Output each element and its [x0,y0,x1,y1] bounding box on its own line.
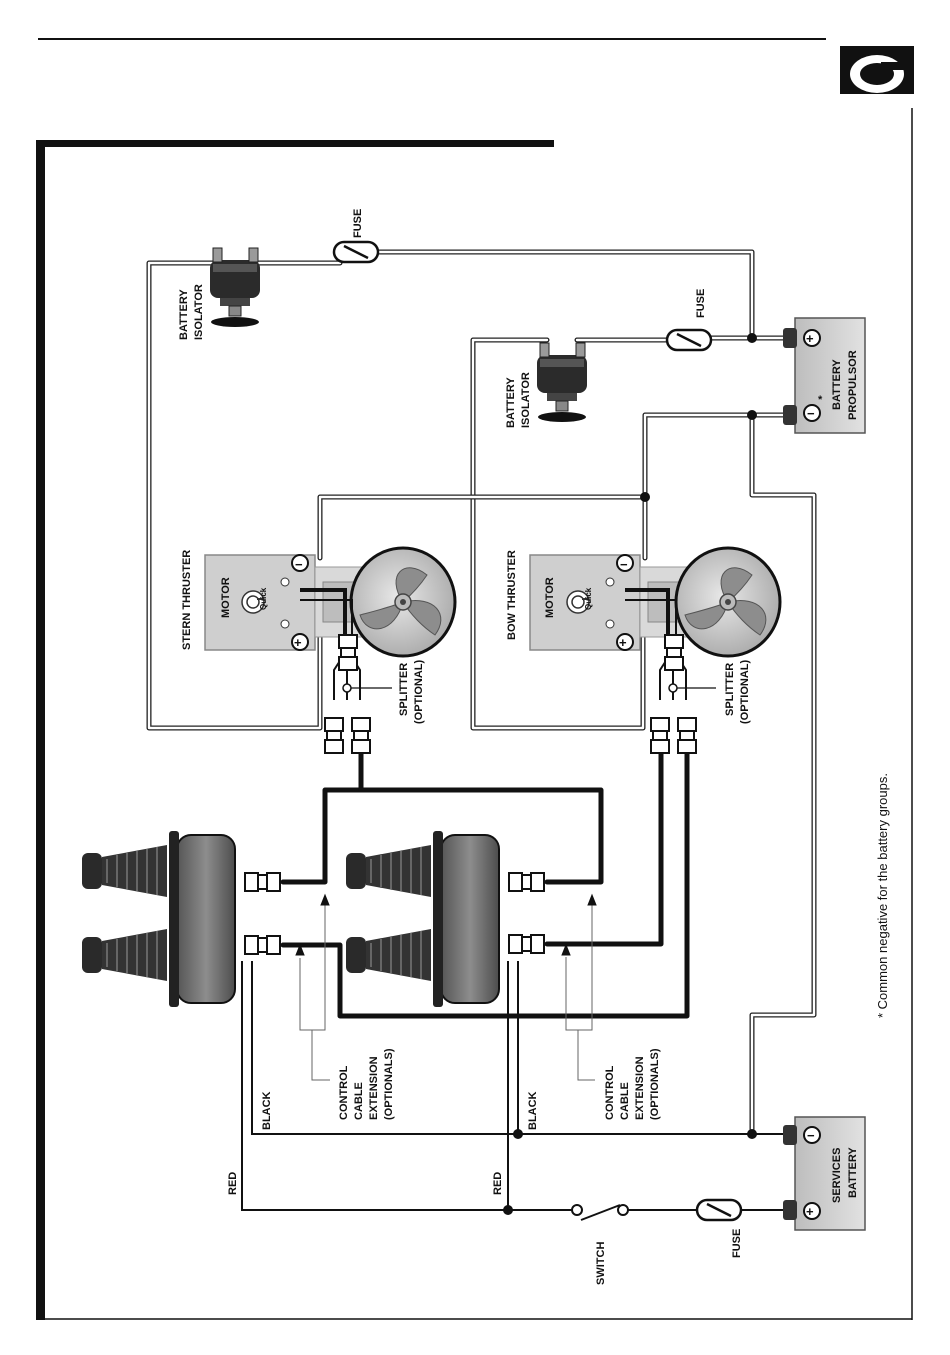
black-wire-label-right: BLACK [527,1091,539,1130]
services-label-line2: BATTERY [847,1147,859,1198]
cable-callout-left [295,893,330,1081]
stern-plus: + [294,635,302,650]
cable-right-line1: CONTROL [604,1065,616,1120]
cable-left-line1: CONTROL [338,1065,350,1120]
bow-thruster-wiring [625,588,677,635]
isolator-mid-line1: BATTERY [505,377,517,428]
footnote: * Common negative for the battery groups… [875,773,890,1018]
cable-right-line4: (OPTIONALS) [649,1048,661,1120]
fuse-bottom-label: FUSE [731,1229,743,1258]
splitter-stern-line2: (OPTIONAL) [413,660,425,724]
bow-minus: − [620,557,628,572]
splitter-stern-connectors [324,634,392,754]
splitter-bow-line2: (OPTIONAL) [739,660,751,724]
splitter-bow-connectors [650,634,716,754]
cable-callout-right [561,893,597,1081]
diagram-frame [36,140,912,1320]
propulsor-asterisk: * [818,394,823,406]
fuse-mid-label: FUSE [695,289,707,318]
junction-dots [503,333,757,1215]
propulsor-label-line1: BATTERY [831,359,843,410]
stern-brand: Quick [259,587,268,610]
splitter-stern-line1: SPLITTER [398,663,410,716]
stern-minus: − [295,557,303,572]
services-label-line1: SERVICES [831,1148,843,1203]
propulsor-plus-terminal [803,329,821,347]
black-wire-label-left: BLACK [261,1091,273,1130]
battery-isolator-top [209,247,261,328]
splitter-bow-line1: SPLITTER [724,663,736,716]
cable-right-line3: EXTENSION [634,1056,646,1120]
fuse-top-icon [332,240,380,264]
battery-isolator-mid [536,342,588,423]
services-plus-terminal [803,1202,821,1220]
services-minus-sign: − [807,1128,815,1143]
switch-label: SWITCH [595,1242,607,1285]
stern-thruster-wiring [300,588,353,635]
battery-propulsor [783,317,866,434]
services-minus-terminal [803,1126,821,1144]
battery-cables [146,249,817,1138]
control-panel-left [81,830,236,1008]
red-wire-label-right: RED [492,1172,504,1195]
red-wire-label-left: RED [227,1172,239,1195]
cable-left-line2: CABLE [353,1082,365,1120]
stern-thruster-label: STERN THRUSTER [181,550,193,650]
isolator-mid-line2: ISOLATOR [520,372,532,428]
bow-thruster [528,546,782,658]
bow-plus: + [619,635,627,650]
cable-left-line4: (OPTIONALS) [383,1048,395,1120]
isolator-top-line2: ISOLATOR [193,284,205,340]
stern-thruster [203,546,457,658]
stern-motor-label: MOTOR [220,577,232,618]
isolator-top-line1: BATTERY [178,289,190,340]
bow-thruster-label: BOW THRUSTER [506,550,518,640]
propulsor-label-line2: PROPULSOR [847,350,859,420]
bow-brand: Quick [584,587,593,610]
services-battery [783,1116,866,1231]
propulsor-minus-terminal [803,404,821,422]
services-plus-sign: + [806,1204,814,1219]
fuse-bottom-icon [695,1198,743,1222]
cable-left-line3: EXTENSION [368,1056,380,1120]
cable-right-line2: CABLE [619,1082,631,1120]
control-panel-right [345,830,500,1008]
propulsor-plus-sign: + [806,331,814,346]
fuse-mid-icon [665,328,713,352]
bow-motor-label: MOTOR [544,577,556,618]
propulsor-minus-sign: − [807,406,815,421]
q-logo-icon [840,46,914,94]
fuse-top-label: FUSE [352,209,364,238]
switch-symbol [571,1204,629,1221]
